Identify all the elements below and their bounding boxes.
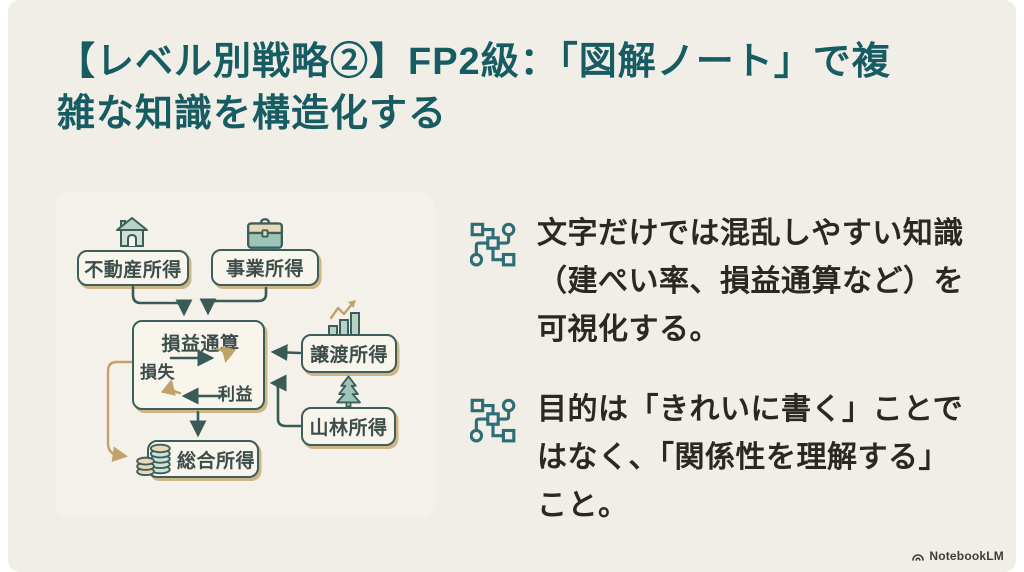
bullet-2-line-1: 目的は「きれいに書く」ことで: [537, 393, 964, 426]
diagram-node-forestry-label: 山林所得: [309, 418, 388, 439]
bullet-1-line-2: （建ぺい率、損益通算など）を: [537, 265, 964, 298]
diagram-node-total-label: 総合所得: [177, 450, 256, 472]
coins-icon: [135, 439, 173, 479]
house-icon: [113, 214, 151, 250]
bullet-item-visualize: 文字だけでは混乱しやすい知識 （建ぺい率、損益通算など）を 可視化する。: [469, 210, 964, 354]
diagram-node-forestry: 山林所得: [301, 407, 396, 446]
diagram-label-profit: 利益: [218, 385, 253, 404]
diagram-node-real-estate: 不動産所得: [77, 250, 189, 286]
tree-icon: [335, 374, 362, 408]
page-title-line-1: 【レベル別戦略②】FP2級：「図解ノート」で複: [57, 41, 891, 83]
page-title-line-2: 雑な知識を構造化する: [57, 93, 448, 135]
flowchart-icon: [469, 216, 516, 268]
flowchart-icon: [469, 392, 516, 444]
diagram-node-business: 事業所得: [211, 249, 319, 286]
bullet-2-line-2: はなく、「関係性を理解する」: [537, 441, 949, 474]
bullet-1-line-1: 文字だけでは混乱しやすい知識: [537, 217, 964, 250]
diagram-node-offset: 損益通算 損失 利益: [132, 320, 265, 410]
bar-chart-icon: [323, 298, 371, 336]
diagram-node-offset-label: 損益通算: [161, 334, 240, 355]
income-flow-diagram: 不動産所得 事業所得 損益通算 損失 利益 譲渡所得 山林所得 総合所得: [55, 192, 435, 518]
footer-brand: NotebookLM: [911, 549, 1004, 563]
briefcase-icon: [245, 217, 285, 251]
bullet-1-line-3: 可視化する。: [537, 313, 720, 346]
notebooklm-logo-icon: [911, 550, 925, 562]
bullet-item-purpose: 目的は「きれいに書く」ことで はなく、「関係性を理解する」 こと。: [469, 386, 963, 530]
page-title: 【レベル別戦略②】FP2級：「図解ノート」で複 雑な知識を構造化する: [57, 36, 972, 140]
footer-brand-label: NotebookLM: [929, 549, 1004, 563]
diagram-node-transfer: 譲渡所得: [301, 334, 397, 373]
diagram-node-business-label: 事業所得: [225, 259, 304, 280]
bullet-text: 目的は「きれいに書く」ことで はなく、「関係性を理解する」 こと。: [537, 386, 963, 530]
bullet-text: 文字だけでは混乱しやすい知識 （建ぺい率、損益通算など）を 可視化する。: [537, 210, 964, 354]
bullet-2-line-3: こと。: [537, 489, 629, 522]
diagram-label-loss: 損失: [140, 363, 175, 382]
diagram-node-transfer-label: 譲渡所得: [309, 345, 388, 366]
diagram-node-real-estate-label: 不動産所得: [84, 259, 182, 281]
slide-background: 【レベル別戦略②】FP2級：「図解ノート」で複 雑な知識を構造化する 不動産所得…: [8, 0, 1016, 572]
